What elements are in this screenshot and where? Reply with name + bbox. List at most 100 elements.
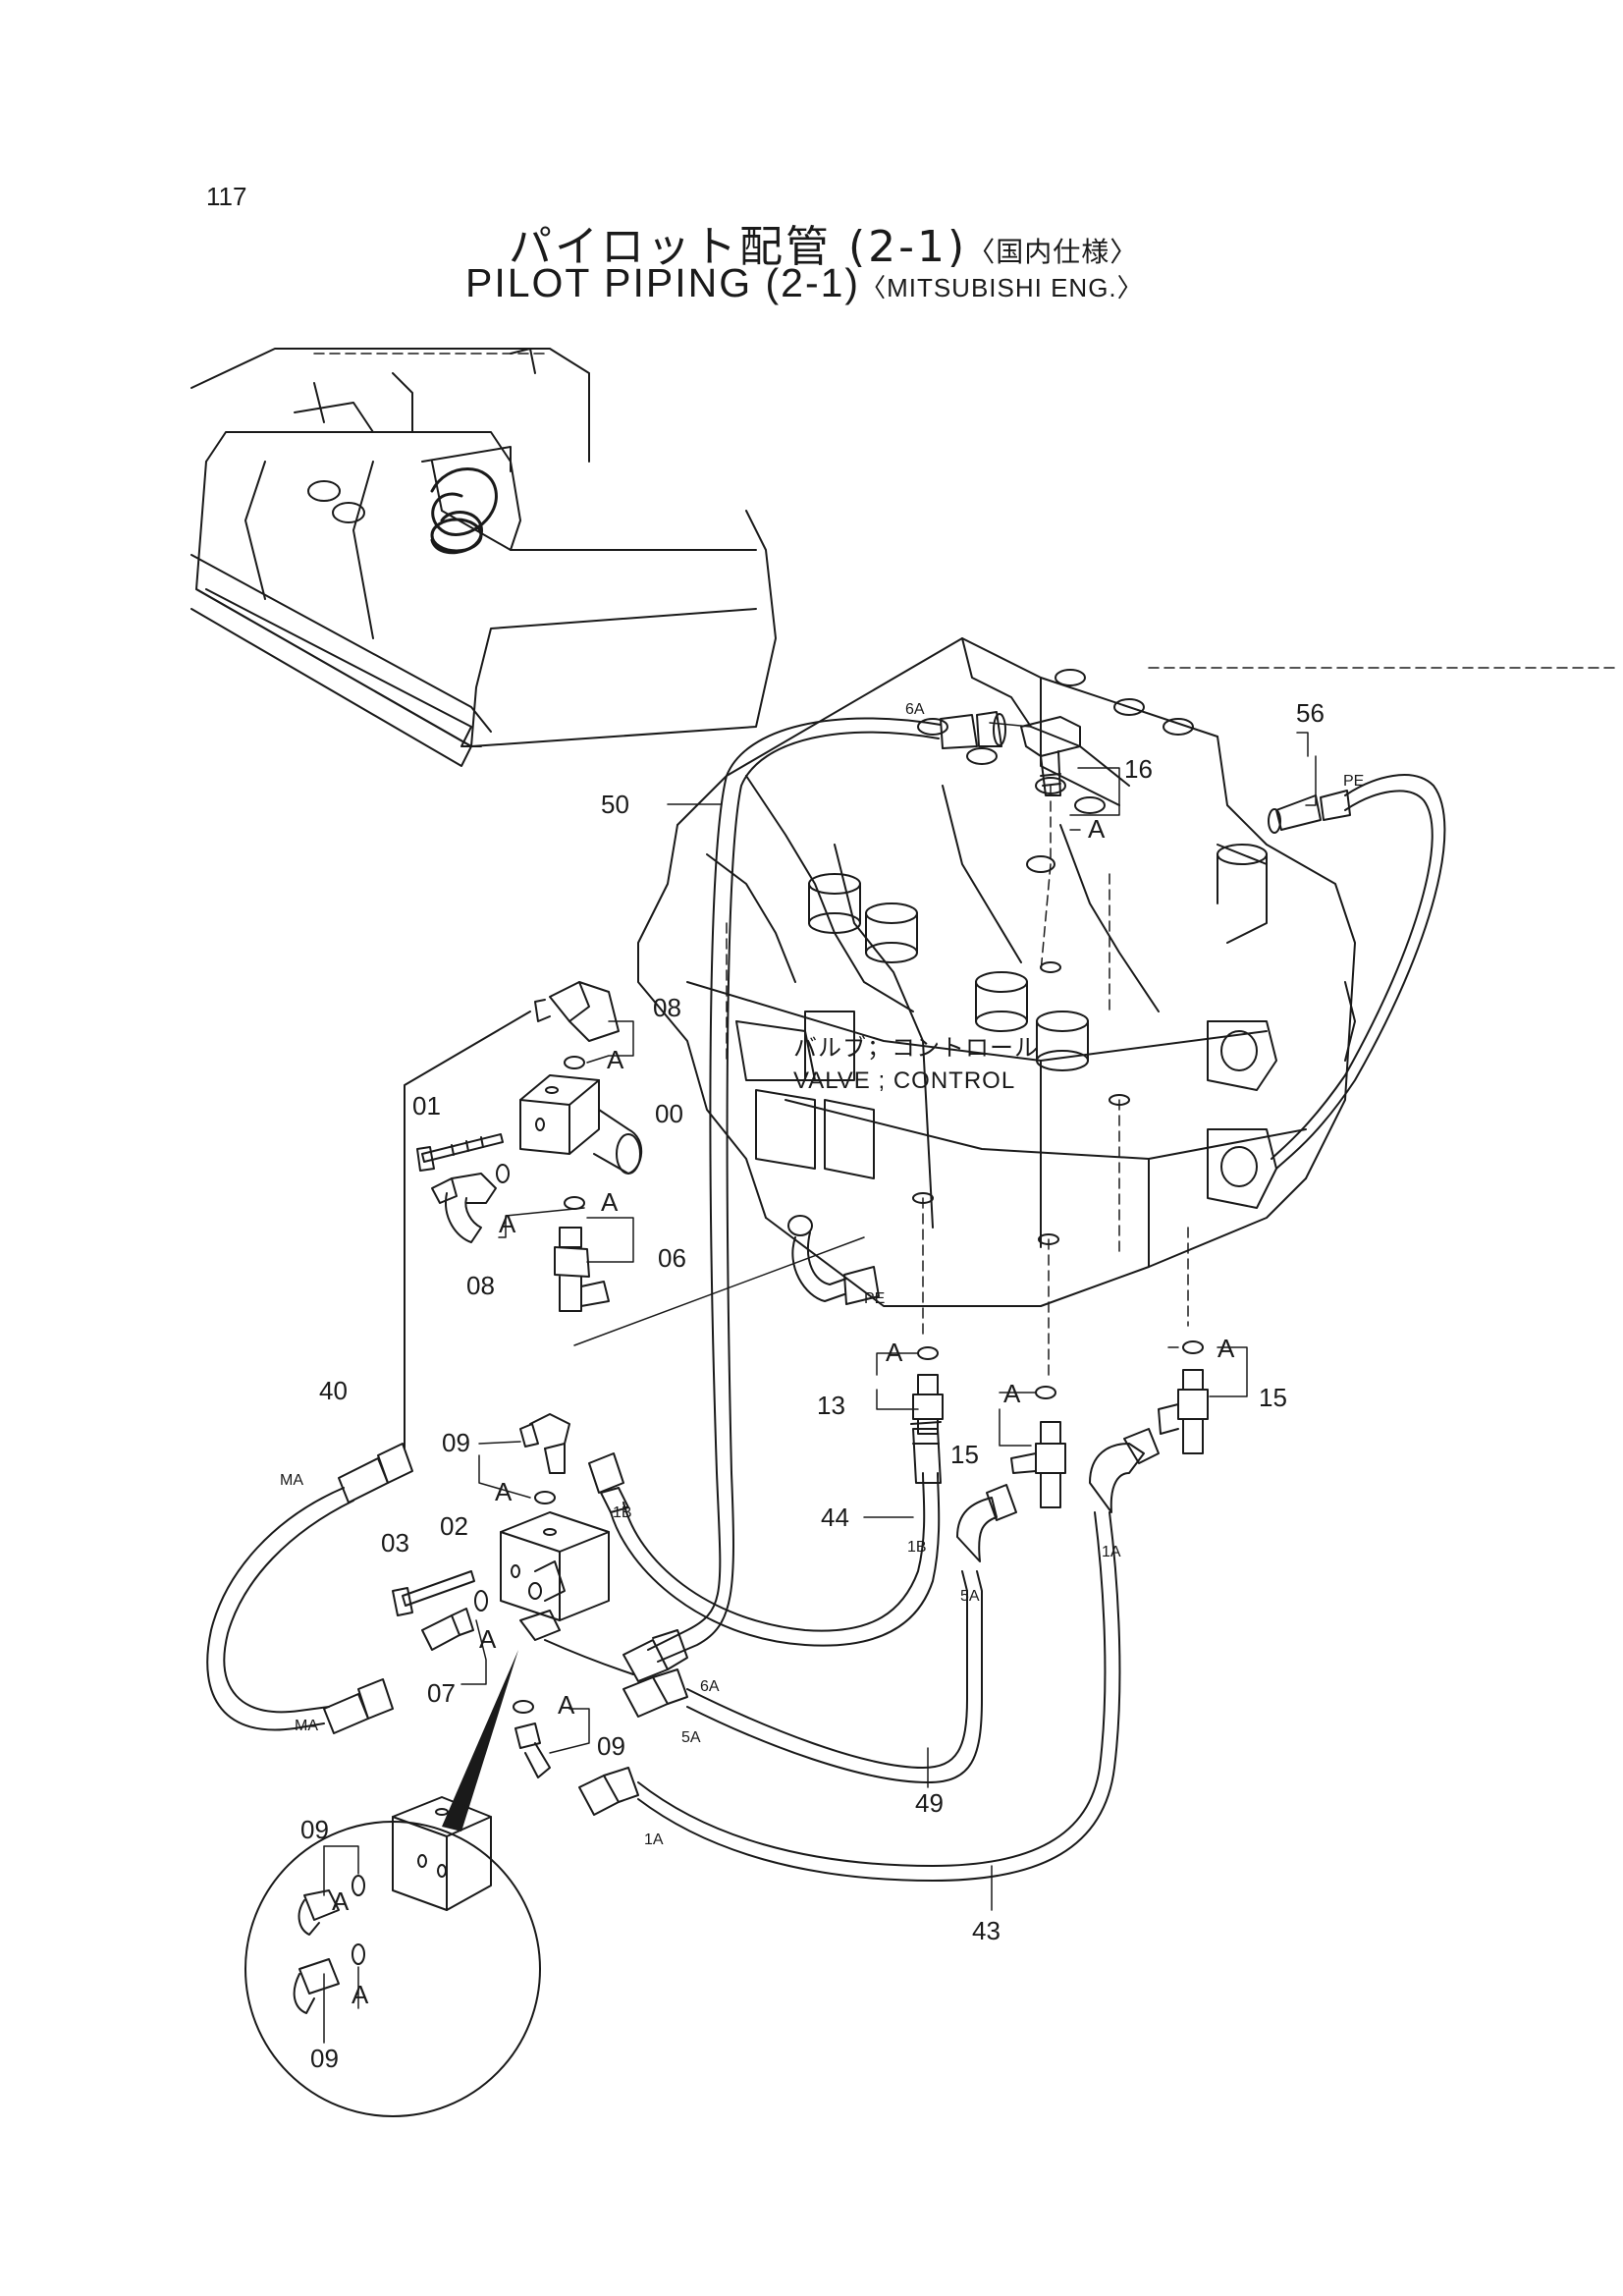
fitting-13 — [912, 1374, 944, 1435]
callout-01: 01 — [412, 1091, 441, 1121]
callout-09-detail-lower: 09 — [310, 2044, 339, 2073]
a-label: A — [499, 1209, 516, 1238]
title-en-sub: 〈MITSUBISHI ENG.〉 — [860, 273, 1144, 302]
oring-a-7 — [1035, 1386, 1056, 1399]
port-ma-lower: MA — [295, 1718, 318, 1734]
title-en-text: PILOT PIPING (2-1) — [465, 260, 861, 305]
a-labels: A A A A A A A A A A A A — [332, 814, 1235, 2009]
callout-03: 03 — [381, 1528, 409, 1558]
a-label: A — [479, 1624, 497, 1654]
elbow-09-upper — [519, 1413, 570, 1474]
a-label: A — [1003, 1379, 1021, 1408]
tee-06 — [554, 1227, 610, 1312]
port-1a-lower: 1A — [644, 1831, 664, 1848]
callout-43: 43 — [972, 1916, 1001, 1945]
callout-44: 44 — [821, 1503, 849, 1532]
block-00 — [519, 1074, 643, 1175]
elbow-09-lower — [514, 1722, 551, 1778]
detail-elbow-09-upper — [298, 1889, 340, 1936]
callout-09-upper: 09 — [442, 1428, 470, 1457]
a-label: A — [352, 1980, 369, 2009]
title-jp-sub: 〈国内仕様〉 — [967, 236, 1139, 268]
callout-07: 07 — [427, 1678, 456, 1708]
fitting-5a-elbow — [956, 1484, 1017, 1562]
bolt-03 — [392, 1570, 475, 1616]
callout-56: 56 — [1296, 698, 1325, 728]
callout-50: 50 — [601, 790, 629, 819]
elbow-08-upper — [534, 981, 620, 1042]
oring-a-2 — [564, 1196, 585, 1210]
detail-oring-1 — [352, 1875, 365, 1896]
block-02 — [500, 1511, 610, 1621]
callout-15-middle: 15 — [950, 1440, 979, 1469]
port-5a-upper: 5A — [960, 1588, 980, 1605]
engine-tank-assembly — [190, 348, 777, 767]
valve-label-jp: バルブ；コントロール — [793, 1035, 1039, 1062]
a-label: A — [558, 1690, 575, 1720]
callout-40: 40 — [319, 1376, 348, 1405]
hose-1b — [588, 1452, 941, 1647]
fitting-6a-top — [940, 711, 1006, 749]
callout-15-right: 15 — [1259, 1383, 1287, 1412]
fitting-07 — [421, 1608, 474, 1651]
hose-50 — [647, 717, 942, 1663]
fitting-44 — [910, 1421, 942, 1484]
a-label: A — [886, 1338, 903, 1367]
tee-16 — [1020, 716, 1081, 796]
callout-06: 06 — [658, 1243, 686, 1273]
hose-40-ma — [206, 1443, 413, 1734]
callout-08-lower: 08 — [466, 1271, 495, 1300]
port-6a-lower: 6A — [700, 1678, 720, 1695]
port-pe-lower: PE — [864, 1290, 885, 1307]
valve-label-en: VALVE ; CONTROL — [793, 1067, 1015, 1094]
port-pe-upper: PE — [1343, 773, 1364, 790]
fitting-1a-elbow — [1089, 1428, 1160, 1513]
callout-16: 16 — [1124, 754, 1153, 784]
hose-pe-lower — [787, 1215, 880, 1305]
callout-08-upper: 08 — [653, 993, 681, 1022]
oring-a-3 — [534, 1491, 556, 1504]
port-labels: PE PE 6A 6A 1B 1B 5A 5A 1A 1A MA MA — [280, 701, 1364, 1848]
port-5a-lower: 5A — [681, 1729, 701, 1746]
hose-43 — [578, 1511, 1121, 1882]
callout-09-lower: 09 — [597, 1731, 625, 1761]
bolt-01 — [416, 1133, 504, 1172]
a-label: A — [495, 1477, 513, 1506]
port-1a-upper: 1A — [1102, 1544, 1121, 1560]
callout-00: 00 — [655, 1099, 683, 1128]
valve-top-ports — [912, 669, 1194, 1245]
elbow-02-right — [519, 1560, 566, 1641]
detail-oring-2 — [352, 1943, 365, 1965]
page-number: 117 — [206, 182, 247, 211]
detail-pointer — [442, 1650, 518, 1831]
a-label: A — [1217, 1334, 1235, 1363]
tee-15-middle — [1010, 1421, 1066, 1508]
callout-labels: 56 16 50 08 01 00 06 08 40 13 15 15 09 0… — [300, 698, 1325, 2073]
oring-a-4 — [474, 1590, 488, 1612]
spool-caps — [808, 844, 1268, 1071]
port-1b-upper: 1B — [613, 1504, 632, 1521]
hose-56-pe — [1268, 774, 1446, 1170]
valve-label: バルブ；コントロール VALVE ; CONTROL — [793, 1035, 1039, 1094]
callout-49: 49 — [915, 1788, 944, 1818]
dashed-leaders — [313, 353, 1621, 1376]
tee-15-right — [1158, 1369, 1209, 1454]
callout-09-detail-upper: 09 — [300, 1815, 329, 1844]
a-label: A — [601, 1187, 619, 1217]
bracket-lines — [323, 722, 1317, 2044]
title-jp-text: パイロット配管 (2-1) — [509, 222, 968, 272]
leader-40 — [404, 1011, 531, 1449]
hose-49 — [544, 1570, 983, 1783]
page-title-jp: パイロット配管 (2-1)〈国内仕様〉 — [509, 211, 1138, 274]
leader-00-06 — [573, 1236, 865, 1346]
detail-block-02 — [392, 1796, 492, 1911]
port-ma-upper: MA — [280, 1472, 303, 1489]
oring-a-5 — [513, 1700, 534, 1714]
elbow-08-lower — [431, 1164, 510, 1243]
a-label: A — [332, 1886, 350, 1916]
oring-a-1 — [564, 1056, 585, 1069]
a-label: A — [1088, 814, 1106, 844]
callout-02: 02 — [440, 1511, 468, 1541]
port-6a-upper: 6A — [905, 701, 925, 718]
